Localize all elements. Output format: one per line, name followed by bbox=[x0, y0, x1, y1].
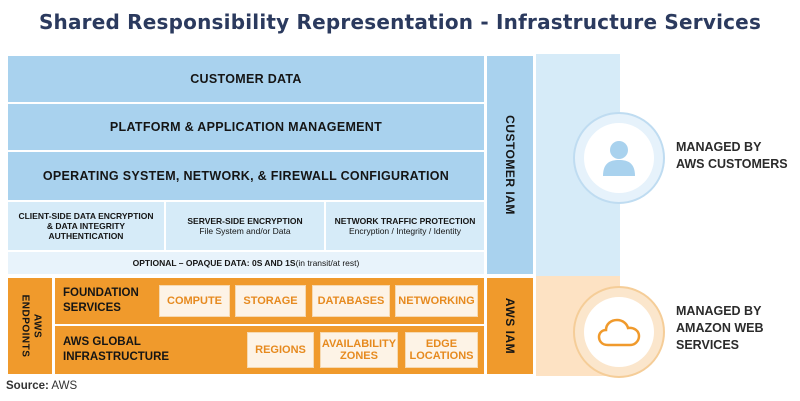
aws-iam-label: AWS IAM bbox=[503, 297, 518, 355]
network-traffic-protection-cell: NETWORK TRAFFIC PROTECTION Encryption / … bbox=[326, 202, 484, 250]
aws-global-infrastructure-layer: AWS GLOBAL INFRASTRUCTURE REGIONS AVAILA… bbox=[55, 326, 484, 374]
os-network-layer: OPERATING SYSTEM, NETWORK, & FIREWALL CO… bbox=[8, 152, 484, 200]
optional-bold-text: OPTIONAL – OPAQUE DATA: 0S AND 1S bbox=[132, 258, 296, 268]
source-caption: Source: AWS bbox=[6, 380, 77, 392]
foundation-services-layer: FOUNDATION SERVICES COMPUTE STORAGE DATA… bbox=[55, 278, 484, 324]
cloud-icon bbox=[597, 318, 641, 347]
client-side-encryption-cell: CLIENT-SIDE DATA ENCRYPTION & DATA INTEG… bbox=[8, 202, 164, 250]
platform-management-layer: PLATFORM & APPLICATION MANAGEMENT bbox=[8, 104, 484, 150]
foundation-services-label: FOUNDATION SERVICES bbox=[63, 287, 139, 314]
customer-circle bbox=[573, 112, 665, 204]
person-icon bbox=[603, 141, 635, 176]
amazon-circle bbox=[573, 286, 665, 378]
customer-iam-column: CUSTOMER IAM bbox=[487, 56, 533, 274]
customer-iam-label: CUSTOMER IAM bbox=[503, 115, 517, 215]
customer-data-layer: CUSTOMER DATA bbox=[8, 56, 484, 102]
edge-locations-chip: EDGE LOCATIONS bbox=[405, 332, 478, 368]
source-label: Source: bbox=[6, 380, 49, 392]
aws-global-infrastructure-label: AWS GLOBAL INFRASTRUCTURE bbox=[63, 336, 170, 363]
aws-endpoints-label: AWS ENDPOINTS bbox=[19, 294, 42, 358]
source-value: AWS bbox=[48, 380, 78, 392]
storage-chip: STORAGE bbox=[235, 285, 306, 317]
managed-by-amazon-label: MANAGED BY AMAZON WEB SERVICES bbox=[676, 304, 764, 352]
availability-zones-chip: AVAILABILITY ZONES bbox=[320, 332, 398, 368]
cell-title: SERVER-SIDE ENCRYPTION bbox=[187, 216, 303, 226]
aws-iam-column: AWS IAM bbox=[487, 278, 533, 374]
regions-chip: REGIONS bbox=[247, 332, 314, 368]
server-side-encryption-cell: SERVER-SIDE ENCRYPTION File System and/o… bbox=[166, 202, 324, 250]
page-title: Shared Responsibility Representation - I… bbox=[38, 10, 762, 34]
databases-chip: DATABASES bbox=[312, 285, 390, 317]
cell-subtitle: File System and/or Data bbox=[199, 226, 291, 236]
optional-note-text: (in transit/at rest) bbox=[295, 258, 360, 268]
compute-chip: COMPUTE bbox=[159, 285, 230, 317]
optional-opaque-data-bar: OPTIONAL – OPAQUE DATA: 0S AND 1S (in tr… bbox=[8, 252, 484, 274]
managed-by-customers-label: MANAGED BY AWS CUSTOMERS bbox=[676, 140, 788, 171]
networking-chip: NETWORKING bbox=[395, 285, 478, 317]
cell-subtitle: Encryption / Integrity / Identity bbox=[349, 226, 461, 236]
cell-title: CLIENT-SIDE DATA ENCRYPTION & DATA INTEG… bbox=[18, 211, 154, 241]
aws-endpoints-column: AWS ENDPOINTS bbox=[8, 278, 52, 374]
cell-title: NETWORK TRAFFIC PROTECTION bbox=[334, 216, 476, 226]
